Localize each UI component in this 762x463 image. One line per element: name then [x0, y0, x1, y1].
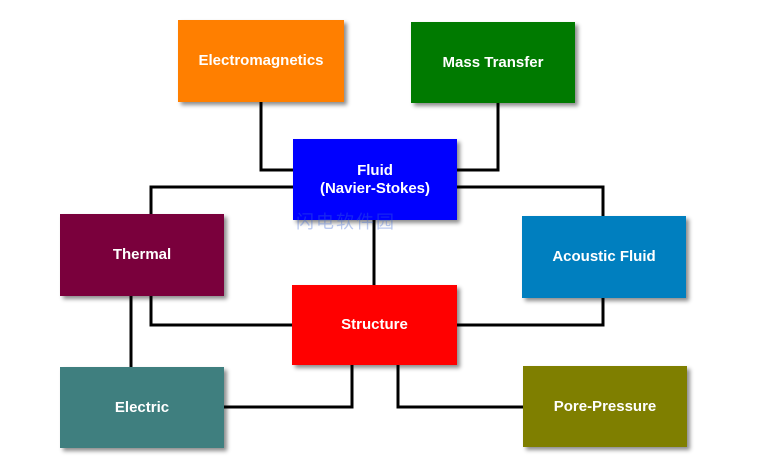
node-electric-label: Electric — [114, 398, 170, 416]
node-thermal-label: Thermal — [112, 246, 172, 263]
node-acoustic-fluid-label: Acoustic Fluid — [552, 248, 656, 265]
node-mass-transfer: Mass Transfer — [411, 22, 575, 103]
watermark-text: 闪电软件园 — [296, 212, 396, 232]
node-structure-label: Structure — [341, 316, 408, 333]
connector-thermal-structure — [149, 294, 294, 327]
node-fluid: Fluid (Navier-Stokes) — [293, 139, 457, 220]
connector-fluid-acoustic-fluid — [455, 185, 605, 218]
connector-structure-electric — [222, 363, 354, 409]
connector-mass-transfer-fluid — [455, 101, 500, 172]
node-thermal: Thermal — [60, 214, 224, 296]
node-electric: Electric — [60, 367, 224, 448]
node-pore-pressure-label: Pore-Pressure — [553, 397, 657, 415]
connector-fluid-thermal — [149, 185, 295, 216]
node-fluid-label-line2: (Navier-Stokes) — [319, 179, 431, 197]
node-acoustic-fluid: Acoustic Fluid — [522, 216, 686, 298]
connector-acoustic-structure — [455, 296, 605, 327]
connector-structure-pore-pressure — [396, 363, 525, 409]
node-electromagnetics-label: Electromagnetics — [198, 52, 324, 69]
node-mass-transfer-label: Mass Transfer — [442, 53, 544, 71]
node-fluid-label-line1: Fluid — [357, 161, 393, 179]
node-electromagnetics: Electromagnetics — [178, 20, 344, 102]
connector-electromagnetics-fluid — [259, 100, 295, 172]
node-pore-pressure: Pore-Pressure — [523, 366, 687, 447]
node-structure: Structure — [292, 285, 457, 365]
